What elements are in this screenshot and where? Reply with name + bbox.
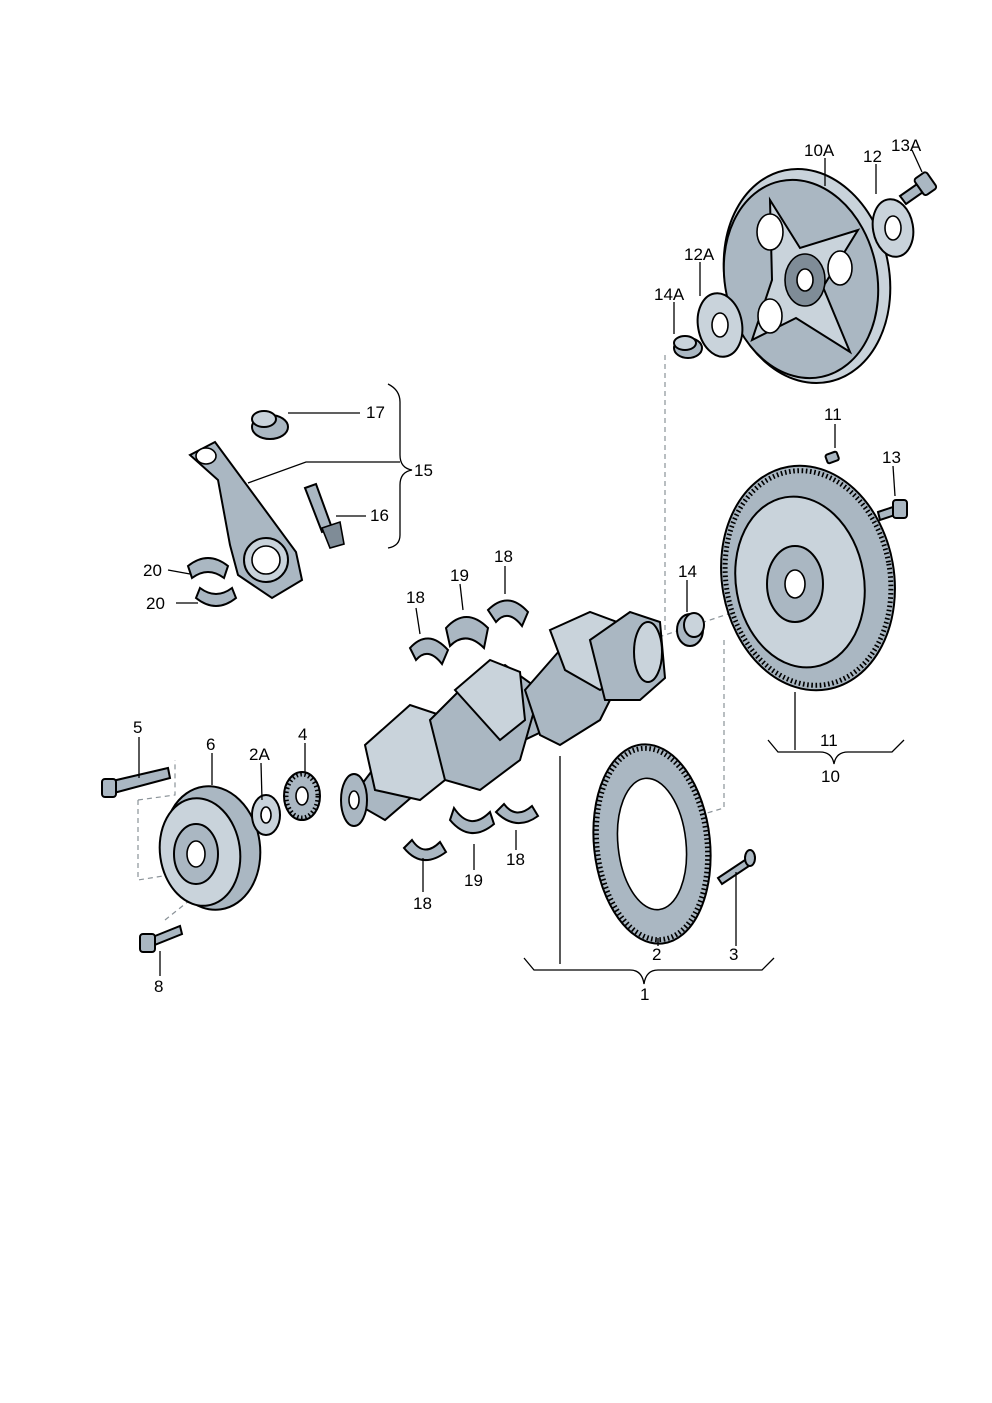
bolt-3 <box>716 849 756 886</box>
thrust-washer-18-d <box>494 802 540 824</box>
sender-wheel <box>592 743 712 945</box>
washer-12 <box>871 198 915 258</box>
flywheel <box>720 464 896 692</box>
callout-10: 10 <box>821 767 840 786</box>
crankshaft <box>340 610 667 827</box>
washer-12A <box>696 292 744 358</box>
callout-4: 4 <box>298 725 307 744</box>
callout-17: 17 <box>366 403 385 422</box>
callout-18-upper-right: 18 <box>494 547 513 566</box>
callout-8: 8 <box>154 977 163 996</box>
callout-5: 5 <box>133 718 142 737</box>
callout-14: 14 <box>678 562 697 581</box>
conrod-bolt-16 <box>303 482 345 549</box>
flexplate <box>722 167 892 385</box>
callout-18-upper-left: 18 <box>406 588 425 607</box>
bolt-5 <box>101 766 172 798</box>
bearing-shell-19-a <box>444 616 490 651</box>
callout-12: 12 <box>863 147 882 166</box>
callout-19-upper: 19 <box>450 566 469 585</box>
callout-11-flywheel: 11 <box>820 731 838 750</box>
callout-16: 16 <box>370 506 389 525</box>
bracket-1 <box>523 957 775 985</box>
callout-12A: 12A <box>684 245 715 264</box>
callout-20-upper: 20 <box>143 561 162 580</box>
thrust-washer-18-a <box>408 637 450 666</box>
bearing-shell-19-b <box>448 805 496 834</box>
gear-4 <box>283 771 321 821</box>
callout-3: 3 <box>729 945 738 964</box>
callout-labels: 10A 12 13A 12A 14A 11 13 14 11 10 17 15 … <box>133 136 922 1004</box>
needle-bearing-14 <box>676 612 705 647</box>
bracket-15 <box>387 383 413 549</box>
callout-18-lower-left: 18 <box>413 894 432 913</box>
bolt-13A <box>898 171 938 206</box>
thrust-washer-18-c <box>402 838 448 861</box>
vibration-damper-6 <box>158 785 262 911</box>
bearing-shell-20-a <box>186 557 230 580</box>
callout-20-lower: 20 <box>146 594 165 613</box>
bolt-8 <box>139 924 184 953</box>
washer-2A <box>251 794 281 836</box>
bracket-10 <box>767 739 905 765</box>
callout-2A: 2A <box>249 745 270 764</box>
callout-1: 1 <box>640 985 649 1004</box>
thrust-washer-18-b <box>486 599 530 628</box>
bearing-shell-20-b <box>194 586 238 607</box>
leader-lines <box>138 149 923 976</box>
callout-19-lower: 19 <box>464 871 483 890</box>
connecting-rod <box>188 440 304 600</box>
bushing-14A <box>673 335 703 359</box>
callout-15: 15 <box>414 461 433 480</box>
callout-13: 13 <box>882 448 901 467</box>
callout-18-lower-right: 18 <box>506 850 525 869</box>
callout-14A: 14A <box>654 285 685 304</box>
bolt-13 <box>876 499 908 522</box>
small-end-bushing-17 <box>251 410 289 440</box>
callout-11-dowel: 11 <box>824 405 842 424</box>
callout-13A: 13A <box>891 136 922 155</box>
callout-10A: 10A <box>804 141 835 160</box>
dowel-pin-11 <box>824 450 840 465</box>
callout-2: 2 <box>652 945 661 964</box>
callout-6: 6 <box>206 735 215 754</box>
